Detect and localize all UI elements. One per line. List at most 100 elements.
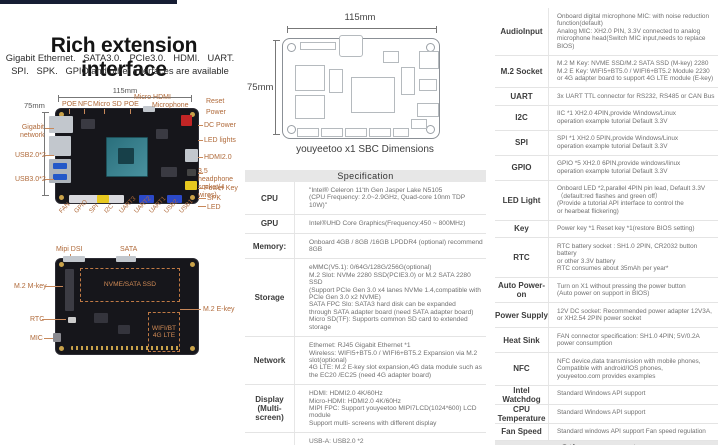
spec-row-label: M.2 Socket xyxy=(495,55,549,87)
spec-table-row: Network Ethernet: RJ45 Gigabit Ethernet … xyxy=(245,337,486,386)
label-m2-e-key: M.2 E-key xyxy=(203,306,235,313)
leader-line xyxy=(198,206,206,207)
screw-hole xyxy=(190,346,195,351)
leader-line xyxy=(45,128,54,129)
spec-row-value: M.2 M Key: NVME SSD/M.2 SATA SSD (M-key)… xyxy=(557,60,714,82)
spec-row-value: IIC *1 XH2.0 4PIN,provide Windows/Linux … xyxy=(557,110,676,125)
bottom-connector-label: UART1 xyxy=(147,195,168,215)
outline-part xyxy=(345,128,367,137)
spec-row-label: CPU xyxy=(245,182,295,215)
sata-connector xyxy=(116,256,136,262)
label-led-lights: LED lights xyxy=(204,137,236,144)
leader-line xyxy=(198,125,203,126)
label-headphone: 3.5 headphone socket(4 wires) xyxy=(198,168,234,199)
spec-table-row: Intel Watchdog Standard Windows API supp… xyxy=(495,385,718,405)
label-power: Power xyxy=(206,109,226,116)
spec-table-row: AudioInput Onboard digital microphone MI… xyxy=(495,8,718,56)
spec-row-value: USB-A: USB2.0 *2 USB-A: USB3.0 *2 USB Pi… xyxy=(309,438,364,445)
spec-row-label: RTC xyxy=(495,238,549,277)
outline-part xyxy=(369,128,391,137)
spec-table-row: GPU Intel®UHD Core Graphics(Frequency:45… xyxy=(245,215,486,234)
screw-hole xyxy=(59,346,64,351)
spec-row-label: UART xyxy=(495,88,549,105)
screw-hole xyxy=(59,195,64,200)
subtitle: Gigabit Ethernet. SATA3.0. PCIe3.0. HDMI… xyxy=(0,52,240,78)
spec-row-value: SPI *1 XH2.0 5PIN,provide Windows/Linux … xyxy=(557,135,679,150)
spec-table-row: I2C IIC *1 XH2.0 4PIN,provide Windows/Li… xyxy=(495,105,718,131)
spec-row-value: Onboard 4GB / 8GB /16GB LPDDR4 (optional… xyxy=(309,238,483,254)
chip xyxy=(118,325,130,334)
spec-row-value: GPIO *5 XH2.0 6PIN,provide windows/linux… xyxy=(557,160,681,175)
dim-width-label: 115mm xyxy=(344,12,376,23)
spec-row-value: Standard Windows API support xyxy=(557,409,646,416)
spec-table-row: NFC NFC device,data transmission with mo… xyxy=(495,353,718,386)
spec-table-row: RTC RTC battery socket : SH1.0 2PIN, CR2… xyxy=(495,238,718,278)
cpu-die xyxy=(118,148,134,164)
label-gigabit-network: Gigabit network xyxy=(20,124,45,139)
spec-table-row: Fan Speed Standard windows API support F… xyxy=(495,423,718,441)
spec-table-row: LED Light Onboard LED *2,parallel 4PIN p… xyxy=(495,180,718,221)
cpu-chip xyxy=(106,137,148,177)
dimensions-figure: 115mm 75mm youyeetoo x1 S xyxy=(245,10,487,168)
spec-row-value: "Intel® Celeron 11'th Gen Jasper Lake N5… xyxy=(309,187,466,209)
label-usb2: USB2.0*2 xyxy=(15,152,46,159)
front-height-bracket xyxy=(42,112,50,196)
leader-line xyxy=(45,179,54,180)
mic-part xyxy=(53,333,61,342)
spec-table-row: Auto Power-on Turn on X1 without pressin… xyxy=(495,278,718,303)
bottom-connector-label: SPI xyxy=(87,202,101,215)
spec-row-label: GPIO xyxy=(495,155,549,180)
power-key-button xyxy=(187,169,196,176)
spec-row-label: I2C xyxy=(495,105,549,130)
label-power-key: Power Key xyxy=(204,185,238,192)
outline-part xyxy=(295,95,325,119)
leader-line xyxy=(198,173,203,174)
mipi-dsi-connector xyxy=(63,256,85,262)
spec-row-label: Network xyxy=(245,337,295,385)
bottom-connector-label: USB1 xyxy=(177,198,195,215)
leader-line xyxy=(45,286,63,287)
corner-hole xyxy=(287,125,296,134)
outline-part xyxy=(295,65,325,91)
bottom-connector-label: FAN xyxy=(57,201,72,215)
label-m2-m-key: M.2 M-key xyxy=(14,283,47,290)
leader-line xyxy=(69,109,70,114)
spi-connector xyxy=(97,195,109,203)
spec-row-label: Storage xyxy=(245,259,295,337)
leader-line xyxy=(198,198,206,199)
spec-row-label: NFC xyxy=(495,353,549,385)
spec-row-value: Turn on X1 without pressing the power bu… xyxy=(557,282,686,298)
page-title: Rich extension interface xyxy=(50,34,198,82)
dimensions-caption: youyeetoo x1 SBC Dimensions xyxy=(296,144,434,155)
spec-row-value: Ethernet: RJ45 Gigabit Ethernet *1 Wirel… xyxy=(309,342,482,379)
nvme-sata-ssd-zone: NVME/SATA SSD xyxy=(80,268,180,302)
usb3-tongue xyxy=(53,174,67,180)
spec-table-row: M.2 Socket M.2 M Key: NVME SSD/M.2 SATA … xyxy=(495,55,718,88)
front-board-height-label: 75mm xyxy=(24,101,45,110)
ethernet-port xyxy=(49,116,73,133)
outline-part xyxy=(383,51,399,63)
subtitle-line1: Gigabit Ethernet. SATA3.0. PCIe3.0. HDMI… xyxy=(5,53,235,63)
edge-pads xyxy=(71,346,181,350)
spec-row-label: Intel Watchdog xyxy=(495,385,549,404)
top-accent-bar xyxy=(0,0,177,4)
spec-row-label: GPU xyxy=(245,215,295,233)
spec-row-label: SPI xyxy=(495,130,549,155)
outline-part xyxy=(419,51,439,69)
usb3-tongue xyxy=(53,163,67,169)
right-spec-table: AudioInput Onboard digital microphone MI… xyxy=(495,8,718,445)
label-hdmi2: HDMI2.0 xyxy=(204,154,232,161)
spec-table-row: USB USB-A: USB2.0 *2 USB-A: USB3.0 *2 US… xyxy=(245,433,486,445)
screw-hole xyxy=(190,112,195,117)
leader-line xyxy=(198,157,203,158)
bottom-connector-label: UART3 xyxy=(117,195,138,215)
outline-part xyxy=(339,35,363,57)
chip xyxy=(81,119,95,129)
spec-table-row: Key Power key *1 Reset key *1(restore BI… xyxy=(495,220,718,238)
front-board-figure: 115mm 75mm xyxy=(0,86,240,238)
front-width-bracket xyxy=(58,95,192,103)
wifi-4g-zone: WIFI/BT 4G LTE xyxy=(148,312,180,352)
spec-row-value: NFC device,data transmission with mobile… xyxy=(557,357,701,380)
screw-hole xyxy=(59,112,64,117)
